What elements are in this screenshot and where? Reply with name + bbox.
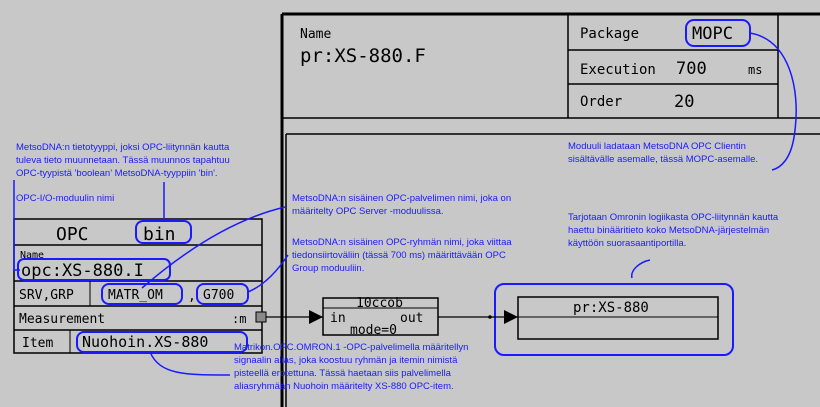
annotation-module-name: OPC-I/O-moduulin nimi bbox=[16, 193, 114, 204]
module-name-value: pr:XS-880.F bbox=[300, 45, 426, 67]
annotation-group: MetsoDNA:n sisäinen OPC-ryhmän nimi, jok… bbox=[292, 237, 512, 274]
opc-type-value: bin bbox=[143, 224, 176, 245]
target-highlight bbox=[494, 283, 734, 356]
opc-title: OPC bbox=[56, 224, 89, 245]
copy-block-title: 10ccob bbox=[356, 296, 403, 311]
group-highlight bbox=[196, 283, 249, 305]
srv-grp-label: SRV,GRP bbox=[19, 288, 74, 303]
target-name: pr:XS-880 bbox=[573, 300, 649, 316]
srv-grp-separator: , bbox=[188, 289, 196, 304]
item-highlight bbox=[76, 331, 248, 353]
server-name-value: MATR_OM bbox=[108, 288, 163, 303]
copy-block-in: in bbox=[330, 311, 346, 326]
annotation-server-line: MetsoDNA:n sisäinen OPC-palvelimen nimi,… bbox=[292, 193, 511, 204]
annotation-omron: Tarjotaan Omronin logiikasta OPC-liitynn… bbox=[568, 212, 779, 249]
order-value: 20 bbox=[674, 92, 694, 112]
annotation-item: Matrikon.OPC.OMRON.1 -OPC-palvelimella m… bbox=[234, 342, 468, 392]
annotation-group-line: MetsoDNA:n sisäinen OPC-ryhmän nimi, jok… bbox=[292, 237, 512, 248]
group-name-value: G700 bbox=[203, 288, 234, 303]
annotation-omron-line: käyttöön suorasaantiportilla. bbox=[568, 238, 686, 249]
module-frame bbox=[280, 12, 820, 407]
execution-value: 700 bbox=[676, 59, 707, 79]
measurement-port[interactable] bbox=[255, 311, 267, 323]
annotation-item-line: pisteellä erotettuna. Tässä haetaan siis… bbox=[234, 368, 452, 379]
annotation-package-line: Moduuli ladataan MetsoDNA OPC Clientin bbox=[568, 141, 746, 152]
package-label: Package bbox=[580, 26, 639, 42]
copy-block-out: out bbox=[400, 311, 423, 326]
order-label: Order bbox=[580, 94, 622, 110]
opc-name-label: Name bbox=[20, 250, 44, 261]
opc-name-value: opc:XS-880.I bbox=[21, 261, 144, 281]
execution-unit: ms bbox=[748, 63, 762, 77]
annotation-group-line: Group moduuliin. bbox=[292, 263, 364, 274]
annotation-omron-line: haettu binääritieto koko MetsoDNA-järjes… bbox=[568, 225, 769, 236]
annotation-item-line: Matrikon.OPC.OMRON.1 -OPC-palvelimella m… bbox=[234, 342, 468, 353]
annotation-group-line: tiedonsiirtoväliin (tässä 700 ms) määrit… bbox=[292, 250, 506, 261]
name-label: Name bbox=[300, 27, 331, 42]
server-highlight bbox=[101, 283, 183, 305]
annotation-omron-line: Tarjotaan Omronin logiikasta OPC-liitynn… bbox=[568, 212, 779, 223]
connection-lines bbox=[266, 310, 518, 324]
copy-block-mode: mode=0 bbox=[350, 323, 397, 338]
annotation-leaders bbox=[13, 32, 797, 376]
annotation-package-line: sisältävälle asemalle, tässä MOPC-asemal… bbox=[568, 154, 758, 165]
measurement-label: Measurement bbox=[19, 312, 105, 327]
annotation-item-line: signaalin alias, joka koostuu ryhmän ja … bbox=[234, 355, 458, 366]
item-label: Item bbox=[22, 336, 53, 351]
target-block bbox=[517, 296, 719, 340]
annotation-package: Moduuli ladataan MetsoDNA OPC Clientin s… bbox=[568, 141, 758, 165]
annotation-datatype: MetsoDNA:n tietotyyppi, joksi OPC-liityn… bbox=[16, 142, 230, 179]
annotation-datatype-line: MetsoDNA:n tietotyyppi, joksi OPC-liityn… bbox=[16, 142, 230, 153]
annotation-datatype-line: tuleva tieto muunnetaan. Tässä muunnos t… bbox=[16, 155, 230, 166]
item-value: Nuohoin.XS-880 bbox=[82, 333, 208, 351]
package-value: MOPC bbox=[692, 24, 733, 44]
annotation-server: MetsoDNA:n sisäinen OPC-palvelimen nimi,… bbox=[292, 193, 511, 217]
annotation-item-line: aliasryhmään Nuohoin määritelty XS-880 O… bbox=[234, 381, 454, 392]
annotation-datatype-line: OPC-tyypistä 'boolean' MetsoDNA-tyyppiin… bbox=[16, 168, 218, 179]
annotation-server-line: määritelty OPC Server -moduulissa. bbox=[292, 206, 444, 217]
execution-label: Execution bbox=[580, 62, 656, 78]
measurement-port-label: :m bbox=[232, 312, 246, 326]
